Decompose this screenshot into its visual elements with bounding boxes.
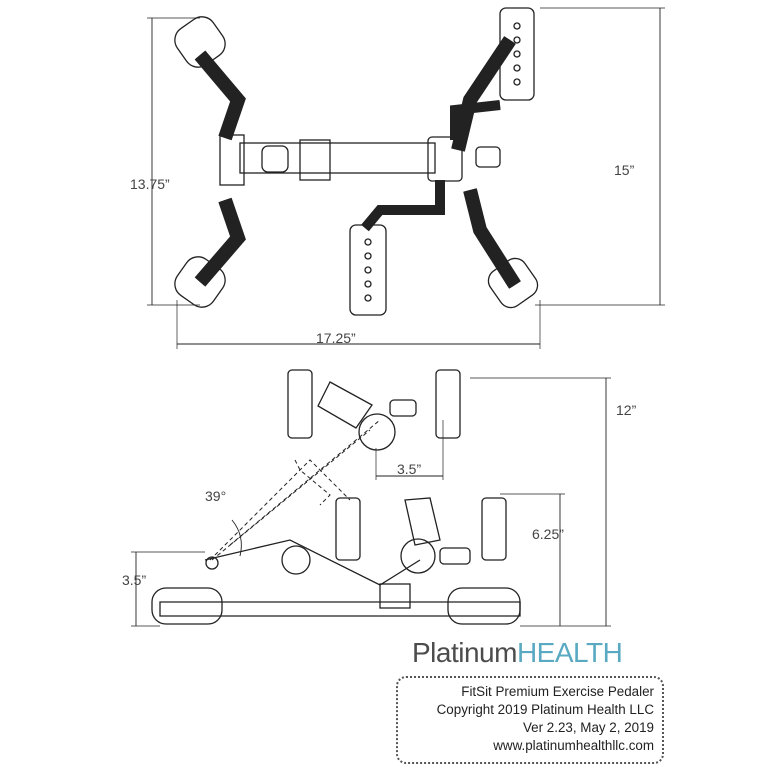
title-block: FitSit Premium Exercise Pedaler Copyrigh… bbox=[396, 676, 664, 764]
upper-pedal-1 bbox=[287, 369, 313, 439]
main-beam bbox=[239, 142, 436, 174]
dim-top-depth: 13.75” bbox=[130, 176, 170, 192]
dim-angle: 39° bbox=[205, 488, 227, 504]
side-base bbox=[159, 601, 521, 617]
dim-top-length: 15” bbox=[614, 162, 635, 178]
beam-clamp bbox=[299, 139, 331, 181]
left-crossbar bbox=[219, 134, 245, 186]
dim-pedal-height: 6.25” bbox=[532, 526, 564, 542]
upper-pedal-2 bbox=[435, 369, 461, 439]
dim-pedal-offset: 3.5” bbox=[397, 461, 422, 477]
side-frame bbox=[204, 539, 421, 586]
dim-side-height: 12” bbox=[616, 402, 637, 418]
right-knob bbox=[475, 146, 501, 168]
side-left-foot bbox=[151, 587, 223, 625]
platinum-health-logo: PlatinumHEALTH bbox=[412, 637, 623, 668]
top-view bbox=[147, 7, 665, 349]
side-hub bbox=[400, 538, 436, 574]
side-pedal-3 bbox=[404, 497, 441, 546]
beam-knob bbox=[261, 145, 289, 173]
version: Ver 2.23, May 2, 2019 bbox=[522, 720, 654, 735]
top-pedal-upper bbox=[499, 7, 535, 101]
side-view bbox=[131, 369, 611, 627]
copyright: Copyright 2019 Platinum Health LLC bbox=[436, 702, 654, 717]
left-top-foot bbox=[174, 16, 226, 68]
side-center-block bbox=[379, 583, 411, 609]
dim-top-width: 17.25” bbox=[316, 330, 356, 346]
side-right-foot bbox=[447, 587, 521, 625]
bottom-crank-arm bbox=[361, 180, 445, 232]
website: www.platinumhealthllc.com bbox=[493, 738, 654, 753]
side-pedal-2 bbox=[481, 497, 507, 561]
top-pedal-lower bbox=[349, 224, 387, 316]
right-bottom-foot bbox=[487, 257, 539, 309]
dim-base-height: 3.5” bbox=[122, 572, 147, 588]
side-pedal-1 bbox=[335, 497, 361, 561]
product-name: FitSit Premium Exercise Pedaler bbox=[461, 684, 654, 699]
left-bottom-foot bbox=[174, 256, 226, 308]
